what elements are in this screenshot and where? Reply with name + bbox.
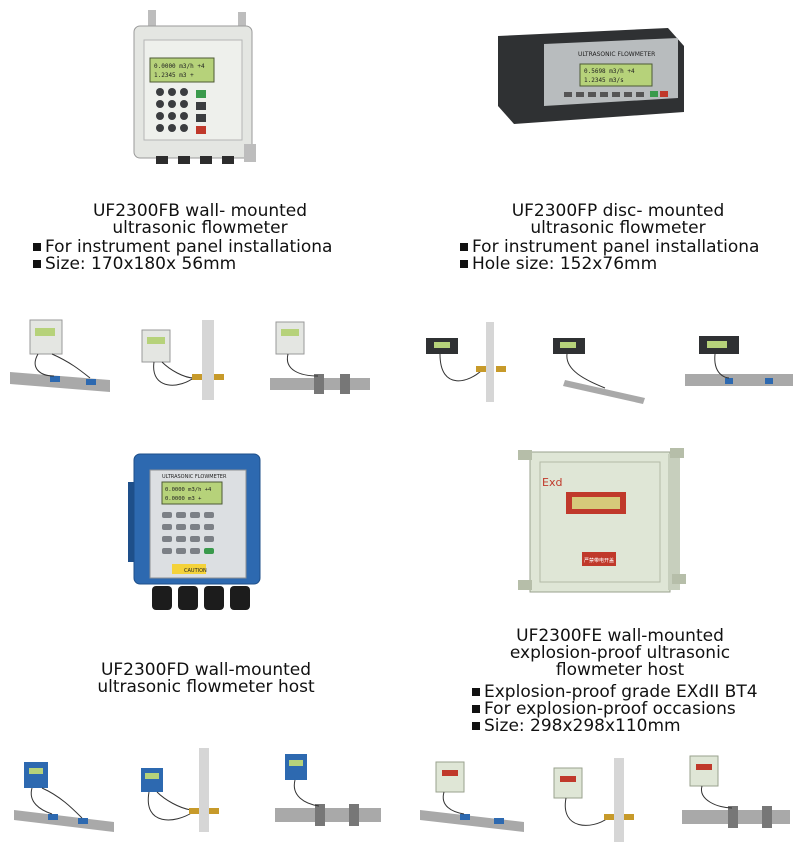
svg-text:ULTRASONIC FLOWMETER: ULTRASONIC FLOWMETER	[162, 474, 227, 480]
uf2300fp-specs: For instrument panel installationa Hole …	[460, 239, 759, 273]
uf2300fe-specs: Explosion-proof grade EXdII BT4 For expl…	[472, 684, 758, 735]
uf2300fb-device-image: 0.0000 m3/h +4 1.2345 m3 +	[133, 10, 256, 164]
uf2300fb-specs: For instrument panel installationa Size:…	[33, 239, 332, 273]
uf2300fp-installation-insertion-image	[685, 336, 793, 386]
uf2300fp-installation-vertical-image	[553, 338, 645, 404]
uf2300fb-installation-horizontal-image	[10, 319, 110, 392]
uf2300fe-device-image: Exd 严禁带电开盖	[518, 448, 686, 593]
svg-text:ULTRASONIC FLOWMETER: ULTRASONIC FLOWMETER	[578, 51, 655, 58]
svg-text:严禁带电开盖: 严禁带电开盖	[584, 557, 614, 564]
svg-text:1.2345 m3/s: 1.2345 m3/s	[584, 77, 624, 84]
uf2300fd-device-image: ULTRASONIC FLOWMETER 0.0000 m3/h +4 0.00…	[128, 453, 261, 610]
svg-text:CAUTION: CAUTION	[184, 568, 207, 574]
uf2300fb-installation-vertical-image	[141, 320, 224, 400]
uf2300fe-installation-horizontal-image	[420, 761, 524, 832]
svg-text:0.5698 m3/h +4: 0.5698 m3/h +4	[584, 68, 635, 75]
uf2300fp-installation-horizontal-image	[426, 322, 506, 402]
svg-text:0.0000 m3/h +4: 0.0000 m3/h +4	[165, 487, 212, 493]
svg-text:0.0000 m3 +: 0.0000 m3 +	[165, 496, 202, 502]
uf2300fp-device-image: ULTRASONIC FLOWMETER 0.5698 m3/h +4 1.23…	[498, 28, 684, 124]
uf2300fe-installation-vertical-image	[553, 758, 634, 842]
uf2300fb-installation-insertion-image	[270, 321, 370, 394]
svg-text:0.0000 m3/h +4: 0.0000 m3/h +4	[154, 63, 205, 70]
svg-text:Exd: Exd	[542, 476, 562, 489]
uf2300fd-installation-vertical-image	[141, 748, 219, 832]
uf2300fe-installation-insertion-image	[682, 755, 790, 828]
svg-text:1.2345 m3 +: 1.2345 m3 +	[154, 72, 194, 79]
uf2300fd-installation-insertion-image	[275, 754, 381, 826]
uf2300fd-installation-horizontal-image	[14, 762, 114, 832]
